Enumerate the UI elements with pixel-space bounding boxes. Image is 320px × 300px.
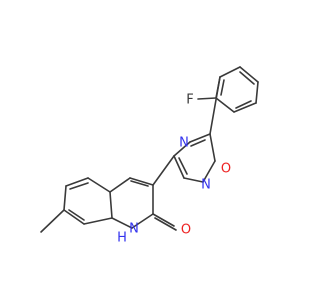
bond [129,177,154,186]
bond [202,160,216,183]
bond [63,209,85,225]
bond [154,217,177,231]
bond [65,177,89,187]
atom-label-fluorine: F [186,93,193,108]
bond [239,66,259,83]
atom-labels: F N O N O N H [117,93,231,246]
bond [183,177,204,183]
bond [173,141,191,157]
bond [152,155,175,186]
bond [219,66,241,78]
bond [40,209,65,233]
bond [209,76,221,135]
bond [83,217,113,225]
bond-inner [178,157,188,175]
atom-label-o: O [221,162,231,177]
bond [255,81,259,104]
bonds [40,66,259,233]
atom-label-carbonyl-o: O [181,223,191,238]
bond-inner [69,182,89,190]
bond-inner [220,79,225,96]
bond-inner [239,71,255,85]
bond-inner [235,100,252,109]
atom-label-n: N [201,178,211,193]
bond [197,97,217,100]
bond [152,213,175,227]
bond [209,133,216,162]
bond [215,97,235,113]
bond-inner [68,209,85,221]
bond [189,133,211,143]
molecule-structure-diagram: F N O N O N H [40,66,259,246]
atom-label-n: N [179,136,189,151]
bond [87,177,111,193]
bond [131,213,154,229]
bond [111,217,133,229]
bond [233,102,257,113]
atom-label-h: H [117,231,127,246]
bond [109,191,113,219]
bond-inner [130,180,149,187]
bond-inner [190,139,206,147]
bond [173,155,185,179]
bond [109,177,131,193]
bond [63,185,67,211]
atom-label-n: N [129,222,139,237]
